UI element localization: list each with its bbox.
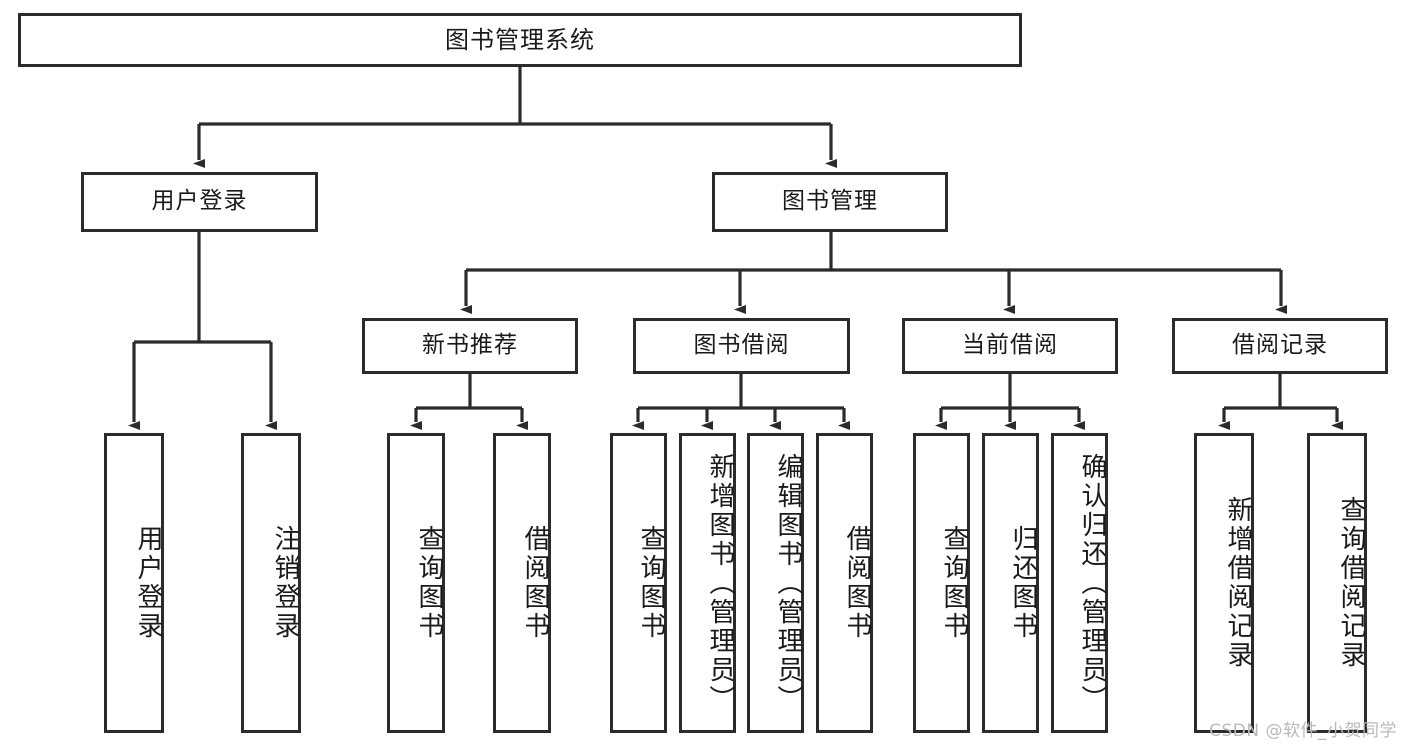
leaf-record-add-borrow-record[interactable]: 新增借阅记录 xyxy=(1194,433,1254,733)
node-label: 当前借阅 xyxy=(962,332,1058,359)
leaf-current-query-book[interactable]: 查询图书 xyxy=(913,433,970,733)
leaf-borrow-query-book[interactable]: 查询图书 xyxy=(610,433,667,733)
leaf-user-login-login[interactable]: 用户登录 xyxy=(104,433,164,733)
node-book-management[interactable]: 图书管理 xyxy=(712,172,948,232)
node-current-borrow[interactable]: 当前借阅 xyxy=(902,318,1118,374)
leaf-new-book-query-book[interactable]: 查询图书 xyxy=(387,433,445,733)
node-label: 注销登录 xyxy=(270,525,300,641)
node-label: 图书借阅 xyxy=(693,332,790,359)
node-label: 新增借阅记录 xyxy=(1223,496,1253,670)
node-book-borrow[interactable]: 图书借阅 xyxy=(633,318,850,374)
node-label: 查询图书 xyxy=(636,525,666,641)
node-label: 图书管理系统 xyxy=(445,25,595,54)
node-label: 确认归还（管理员） xyxy=(1077,452,1107,714)
node-label: 编辑图书（管理员） xyxy=(773,452,803,714)
node-label: 用户登录 xyxy=(133,525,163,641)
node-label: 查询借阅记录 xyxy=(1336,496,1366,670)
node-label: 借阅图书 xyxy=(842,525,872,641)
leaf-borrow-add-book-admin[interactable]: 新增图书（管理员） xyxy=(679,433,736,733)
node-borrow-record[interactable]: 借阅记录 xyxy=(1172,318,1388,374)
node-root-book-management-system[interactable]: 图书管理系统 xyxy=(18,13,1022,67)
node-label: 借阅记录 xyxy=(1232,332,1328,359)
node-label: 查询图书 xyxy=(414,525,444,641)
leaf-new-book-borrow-book[interactable]: 借阅图书 xyxy=(493,433,551,733)
node-label: 图书管理 xyxy=(782,188,878,215)
node-new-book-recommend[interactable]: 新书推荐 xyxy=(362,318,578,374)
leaf-user-login-logout[interactable]: 注销登录 xyxy=(241,433,301,733)
leaf-current-return-book[interactable]: 归还图书 xyxy=(982,433,1039,733)
leaf-borrow-borrow-book[interactable]: 借阅图书 xyxy=(816,433,873,733)
leaf-current-confirm-return-admin[interactable]: 确认归还（管理员） xyxy=(1051,433,1108,733)
node-user-login[interactable]: 用户登录 xyxy=(81,172,318,232)
node-label: 查询图书 xyxy=(939,525,969,641)
csdn-watermark: CSDN @软件_小贺同学 xyxy=(1209,721,1397,741)
node-label: 归还图书 xyxy=(1008,525,1038,641)
node-label: 新增图书（管理员） xyxy=(705,452,735,714)
leaf-borrow-edit-book-admin[interactable]: 编辑图书（管理员） xyxy=(747,433,804,733)
node-label: 用户登录 xyxy=(151,188,248,215)
leaf-record-query-borrow-record[interactable]: 查询借阅记录 xyxy=(1307,433,1367,733)
node-label: 新书推荐 xyxy=(422,332,518,359)
node-label: 借阅图书 xyxy=(520,525,550,641)
